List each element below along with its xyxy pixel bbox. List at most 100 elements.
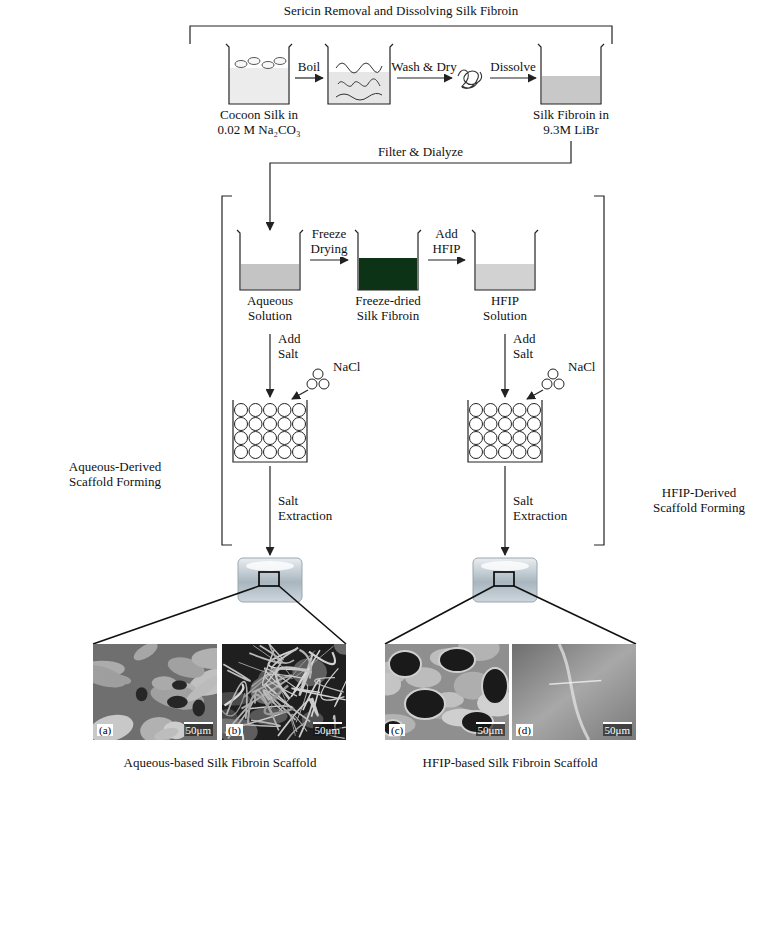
sem-texture-part xyxy=(264,644,284,660)
process-arrow-part xyxy=(269,466,270,555)
figure-caption: Aqueous-based Silk Fibroin Scaffold xyxy=(95,756,345,771)
title-bracket-part xyxy=(190,26,612,44)
zoom-line-part xyxy=(385,586,494,644)
sem-texture-part xyxy=(482,668,508,704)
process-connector xyxy=(428,259,465,260)
vessel-label: HFIP Solution xyxy=(471,294,539,324)
salt-mold-part xyxy=(233,400,307,462)
phase-label: Aqueous-Derived Scaffold Forming xyxy=(60,460,170,490)
beaker-part xyxy=(274,58,286,65)
phase-label: HFIP-Derived Scaffold Forming xyxy=(646,486,752,516)
beaker-part xyxy=(355,230,421,290)
boiling-beaker-part xyxy=(325,44,393,104)
salt-crystals-part xyxy=(319,379,329,389)
salt-mold-part xyxy=(235,446,306,459)
salt-mold xyxy=(233,400,542,462)
scale-bar-label: 50μm xyxy=(184,722,213,736)
step-label: Boil xyxy=(289,60,329,75)
sem-texture-part xyxy=(265,686,295,715)
fiber-clump xyxy=(458,70,482,88)
process-arrow-part xyxy=(527,390,543,399)
section-bracket-part xyxy=(222,196,232,545)
beaker-part xyxy=(542,76,600,104)
scaffold-photo xyxy=(238,558,537,602)
sem-texture-part xyxy=(93,644,217,740)
sem-texture-part xyxy=(309,652,335,665)
scaffold-photo-part xyxy=(246,561,294,571)
sem-image: (b)50μm xyxy=(222,644,346,740)
boiling-beaker-part xyxy=(336,93,382,100)
process-connector xyxy=(270,141,571,230)
salt-mold-part xyxy=(470,418,541,431)
sem-texture-part xyxy=(299,650,310,679)
sem-image: (d) 50μm xyxy=(512,644,636,740)
salt-mold-part xyxy=(235,432,306,445)
beaker-part xyxy=(230,68,288,104)
process-arrow-part xyxy=(504,334,505,397)
beaker-part xyxy=(538,44,604,104)
sem-texture-part xyxy=(303,680,320,717)
beaker-vessel: Cocoon Silk in 0.02 M Na₂CO₃ xyxy=(209,46,309,138)
scaffold-photo-part xyxy=(473,558,537,602)
zoom-line-part xyxy=(514,586,636,644)
step-label: Dissolve xyxy=(487,60,539,75)
sem-texture-part xyxy=(222,644,346,740)
sem-texture-part xyxy=(222,693,245,716)
beaker-part xyxy=(262,62,274,69)
sem-texture-part xyxy=(101,671,132,686)
vessel-label: Freeze-dried Silk Fibroin xyxy=(354,294,422,324)
step-label: Add Salt xyxy=(513,332,547,362)
process-connector xyxy=(310,259,348,260)
step-label: Add Salt xyxy=(278,332,312,362)
step-label: Freeze Drying xyxy=(306,227,352,257)
salt-crystals-part xyxy=(548,369,558,379)
sem-texture-part xyxy=(405,689,445,719)
beaker-vessel: Silk Fibroin in 9.3M LiBr xyxy=(521,46,621,138)
sem-texture-part xyxy=(136,687,148,701)
sem-texture-part xyxy=(167,696,188,708)
beaker-vessel: Freeze-dried Silk Fibroin xyxy=(349,232,427,324)
zoom-line-part xyxy=(93,586,259,644)
salt-mold-part xyxy=(235,404,306,417)
scale-bar-label: 50μm xyxy=(603,722,632,736)
sem-texture-part xyxy=(389,651,421,677)
sem-texture-part xyxy=(226,682,247,719)
process-arrow-part xyxy=(269,334,270,397)
beaker-part xyxy=(241,264,299,290)
scaffold-photo-part xyxy=(259,572,279,586)
sem-texture-part xyxy=(239,645,290,677)
panel-letter: (d) xyxy=(516,724,533,736)
step-label: Filter & Dialyze xyxy=(377,145,464,160)
sem-texture-part xyxy=(244,720,281,726)
sem-texture-part xyxy=(223,664,250,681)
beaker-part xyxy=(359,258,417,290)
reagent-label: NaCl xyxy=(333,360,373,375)
section-bracket-part xyxy=(594,196,604,545)
beaker-part xyxy=(476,264,534,290)
sem-texture-part xyxy=(334,644,346,655)
beaker-part xyxy=(235,61,247,68)
sem-texture-part xyxy=(439,648,475,672)
beaker-part xyxy=(248,58,260,65)
sem-texture-part xyxy=(335,669,346,707)
scale-bar-label: 50μm xyxy=(313,722,342,736)
sem-texture-part xyxy=(512,644,636,740)
sem-texture-part xyxy=(131,644,160,664)
fiber-clump-part xyxy=(458,70,482,88)
reagent-label: NaCl xyxy=(568,360,602,375)
sem-image: (a)50μm xyxy=(93,644,217,740)
step-label: Salt Extraction xyxy=(278,494,342,524)
sem-image: (c)50μm xyxy=(385,644,509,740)
sem-texture-part xyxy=(281,723,305,740)
sem-texture-part xyxy=(93,710,136,740)
process-arrow-part xyxy=(397,77,452,78)
scaffold-photo-part xyxy=(494,572,514,586)
sem-texture-part xyxy=(309,698,318,716)
process-arrow-part xyxy=(292,390,308,399)
sem-texture-part xyxy=(385,644,509,740)
boiling-beaker-part xyxy=(336,63,382,73)
boiling-beaker-part xyxy=(329,72,389,104)
vessel-label: Cocoon Silk in 0.02 M Na₂CO₃ xyxy=(214,108,304,138)
process-arrow-part xyxy=(490,77,536,78)
boiling-beaker-part xyxy=(338,79,380,86)
